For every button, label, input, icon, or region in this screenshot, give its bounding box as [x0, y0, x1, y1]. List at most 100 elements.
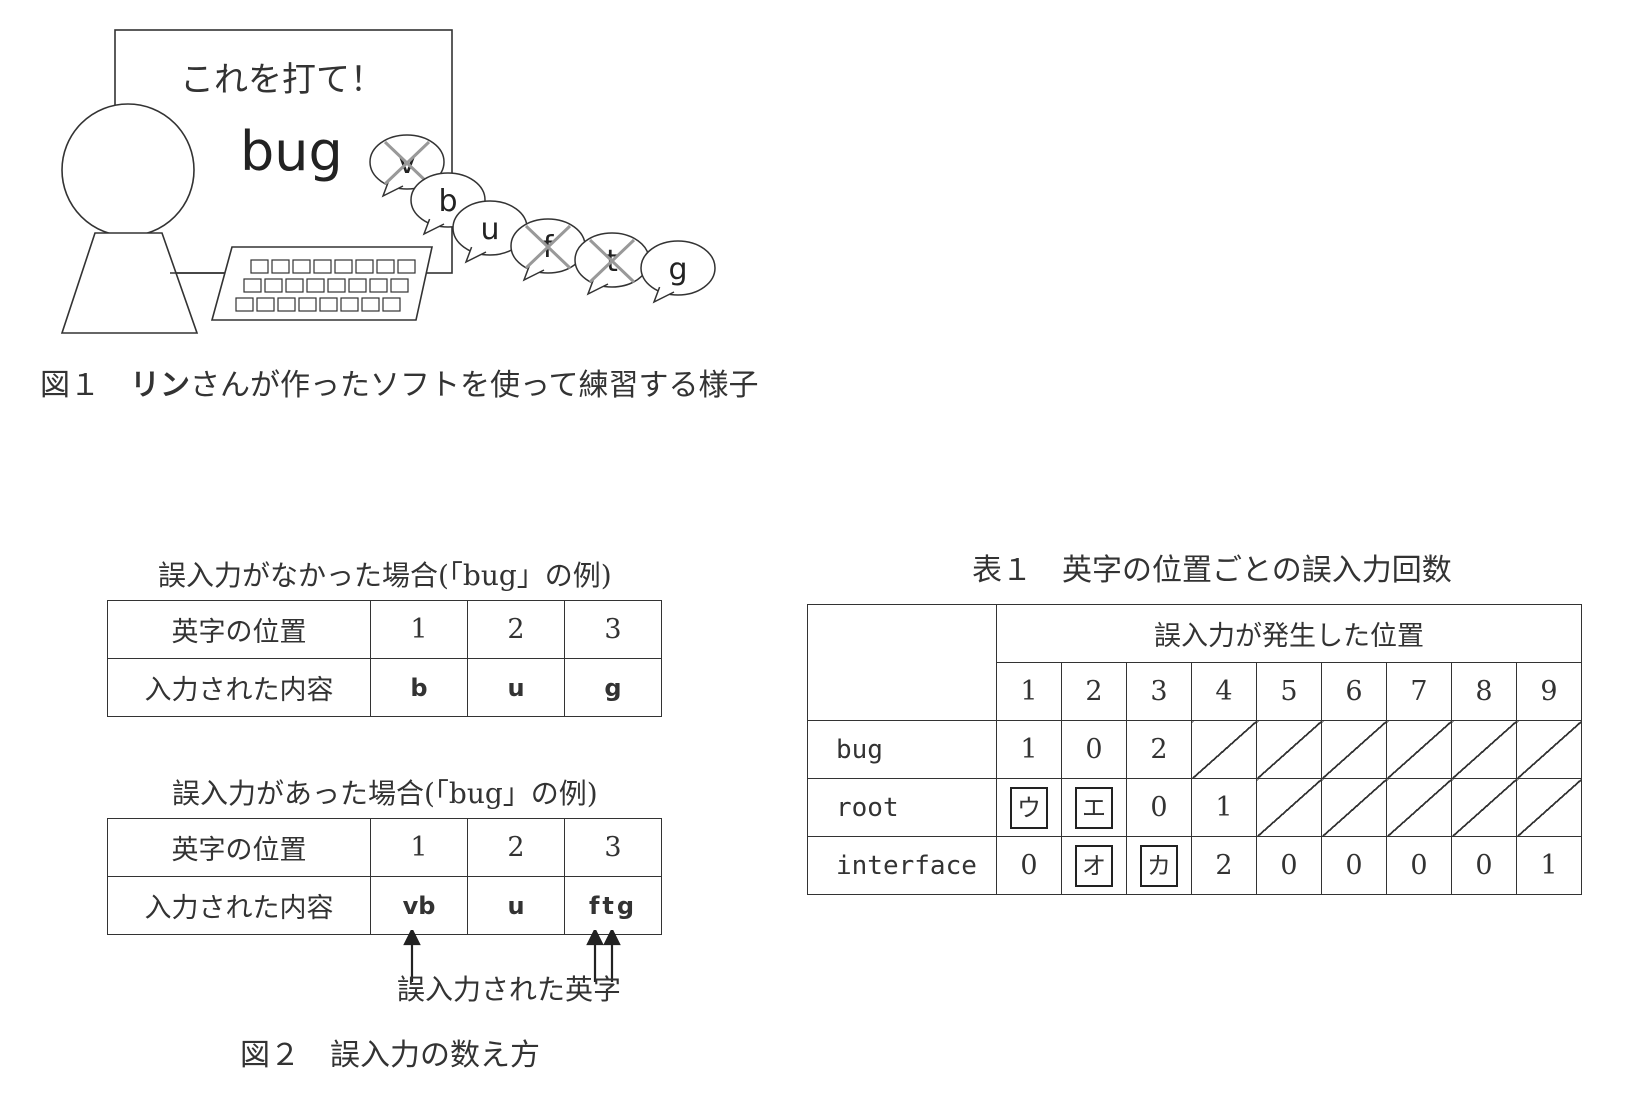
table1-position-header: 1: [996, 662, 1062, 721]
bubble-char: u: [480, 212, 499, 247]
word-cell: interface: [807, 836, 997, 895]
empty-slashed-cell: [1256, 720, 1322, 779]
keyboard-key: [264, 278, 283, 293]
empty-slashed-cell: [1451, 720, 1517, 779]
empty-slashed-cell: [1191, 720, 1257, 779]
count-cell: 0: [1321, 836, 1387, 895]
keyboard-key: [285, 278, 304, 293]
keyboard-key: [361, 297, 380, 312]
empty-slashed-cell: [1256, 778, 1322, 837]
input-cell: vb: [370, 876, 468, 935]
keyboard-key: [369, 278, 388, 293]
table1-position-header: 3: [1126, 662, 1192, 721]
keyboard-key: [348, 278, 367, 293]
answer-blank-box: カ: [1140, 844, 1178, 887]
answer-blank-cell: エ: [1061, 778, 1127, 837]
figure2-caption-number: 図２: [240, 1038, 300, 1073]
position-cell: 3: [564, 600, 662, 659]
position-cell: 1: [370, 818, 468, 877]
keyboard-key: [397, 259, 416, 274]
row-header-input: 入力された内容: [107, 658, 371, 717]
row-header-position: 英字の位置: [107, 818, 371, 877]
bubble-char: b: [438, 184, 457, 219]
keyboard-key: [376, 259, 395, 274]
cross-mark-icon: [524, 224, 572, 270]
cross-mark-icon: [588, 238, 636, 284]
count-cell: 0: [1386, 836, 1452, 895]
empty-slashed-cell: [1386, 720, 1452, 779]
answer-blank-cell: カ: [1126, 836, 1192, 895]
input-cell: b: [370, 658, 468, 717]
keyboard-key: [243, 278, 262, 293]
table-b-title: 誤入力があった場合(「bug」の例): [172, 777, 598, 810]
empty-slashed-cell: [1516, 720, 1582, 779]
speech-bubble: t: [574, 232, 650, 296]
table-with-error: 英字の位置 1 2 3 入力された内容 vb u ftg: [107, 818, 662, 935]
keyboard-key: [313, 259, 332, 274]
position-cell: 3: [564, 818, 662, 877]
position-cell: 1: [370, 600, 468, 659]
figure2-caption: 図２ 誤入力の数え方: [240, 1030, 540, 1074]
table1-position-header: 9: [1516, 662, 1582, 721]
keyboard-key: [355, 259, 374, 274]
answer-blank-cell: ウ: [996, 778, 1062, 837]
figure1-caption-text: さんが作ったソフトを使って練習する様子: [190, 368, 759, 403]
count-cell: 1: [1516, 836, 1582, 895]
figure1-caption-number: 図１: [40, 368, 100, 403]
empty-slashed-cell: [1386, 778, 1452, 837]
empty-slashed-cell: [1321, 720, 1387, 779]
speech-bubble: g: [640, 240, 716, 304]
table1-position-header: 6: [1321, 662, 1387, 721]
answer-blank-box: オ: [1075, 844, 1113, 887]
row-header-input: 入力された内容: [107, 876, 371, 935]
answer-blank-cell: オ: [1061, 836, 1127, 895]
table1-corner: [807, 604, 997, 721]
table1-position-header: 4: [1191, 662, 1257, 721]
table1-position-header: 7: [1386, 662, 1452, 721]
speech-bubble: v: [369, 134, 445, 198]
figure2-caption-text: 誤入力の数え方: [330, 1038, 540, 1073]
keyboard-key: [292, 259, 311, 274]
keyboard-key: [277, 297, 296, 312]
count-cell: 2: [1191, 836, 1257, 895]
keyboard-key: [298, 297, 317, 312]
keyboard-key: [306, 278, 325, 293]
count-cell: 1: [1191, 778, 1257, 837]
input-cell: u: [467, 876, 565, 935]
keyboard-key: [250, 259, 269, 274]
arrow-head-icon: [586, 930, 604, 946]
arrow-head-icon: [403, 930, 421, 946]
count-cell: 0: [996, 836, 1062, 895]
input-cell: u: [467, 658, 565, 717]
count-cell: 0: [1061, 720, 1127, 779]
table-a-title: 誤入力がなかった場合(「bug」の例): [158, 559, 612, 592]
table1-caption-text: 英字の位置ごとの誤入力回数: [1062, 553, 1452, 588]
table1-position-header: 5: [1256, 662, 1322, 721]
keyboard-key: [327, 278, 346, 293]
table-no-error: 英字の位置 1 2 3 入力された内容 b u g: [107, 600, 662, 717]
keyboard: [210, 246, 433, 321]
keyboard-key: [256, 297, 275, 312]
arrow-head-icon: [603, 930, 621, 946]
count-cell: 2: [1126, 720, 1192, 779]
figure1-caption: 図１ リンさんが作ったソフトを使って練習する様子: [40, 360, 759, 404]
figure1-caption-bold: リン: [130, 368, 190, 403]
input-cell: g: [564, 658, 662, 717]
keyboard-key: [319, 297, 338, 312]
row-header-position: 英字の位置: [107, 600, 371, 659]
person-body: [60, 232, 199, 334]
speech-bubble: f: [510, 218, 586, 282]
arrow-label: 誤入力された英字: [397, 973, 622, 1006]
count-cell: 0: [1451, 836, 1517, 895]
table1-caption-number: 表１: [972, 553, 1032, 588]
keyboard-key: [382, 297, 401, 312]
empty-slashed-cell: [1516, 778, 1582, 837]
error-arrows: [403, 930, 621, 982]
position-cell: 2: [467, 600, 565, 659]
